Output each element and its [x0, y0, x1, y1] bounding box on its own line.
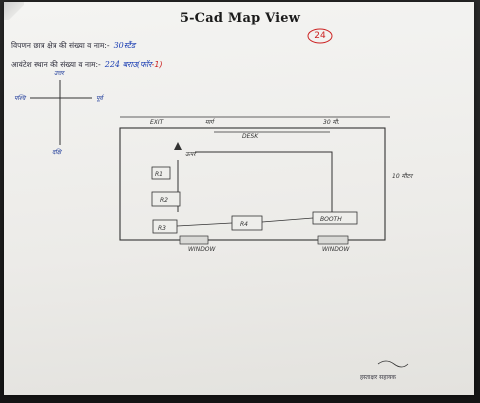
room-r3-label: R3 — [158, 225, 166, 232]
window-left — [179, 235, 209, 245]
field-label: आवंटेश स्थान की संख्या व नाम:- — [11, 60, 101, 69]
room-r3 — [152, 219, 178, 234]
field-value-suffix: -1) — [151, 60, 163, 69]
corridor-line-2 — [261, 217, 314, 223]
route-line — [195, 151, 333, 212]
road-label: मार्ग — [205, 118, 216, 126]
right-dimension-label: 10 मीटर — [392, 172, 414, 180]
field-row-1: विपणन छात्र क्षेत्र की संख्या व नाम:-30स… — [11, 40, 135, 51]
room-r1 — [151, 166, 171, 180]
compass: उत्तर दक्षि पश्चि पूर्व — [14, 70, 105, 156]
room-r4-label: R4 — [240, 221, 248, 228]
room-r1-label: R1 — [155, 171, 163, 178]
field-row-2: आवंटेश स्थान की संख्या व नाम:-224 बराउ(फ… — [11, 59, 163, 70]
signature-mark — [377, 360, 409, 368]
field-value: 224 बराउ(फॉर — [104, 60, 152, 69]
field-label: विपणन छात्र क्षेत्र की संख्या व नाम:- — [11, 41, 110, 50]
compass-east-label: पूर्व — [96, 94, 105, 102]
room-r2 — [151, 191, 181, 207]
page-corner-fold — [4, 2, 24, 20]
compass-north-label: उत्तर — [54, 70, 65, 77]
document-page — [4, 2, 474, 395]
window-right — [317, 235, 349, 245]
booth-label: BOOTH — [320, 216, 342, 223]
desk-label: DESK — [242, 133, 259, 140]
compass-south-label: दक्षि — [52, 148, 63, 156]
window-left-label: WINDOW — [188, 246, 217, 253]
window-right-label: WINDOW — [322, 246, 351, 253]
page-number: 24 — [314, 31, 326, 41]
compass-west-label: पश्चि — [14, 94, 27, 102]
corridor-line-1 — [176, 222, 233, 227]
exit-label: EXIT — [150, 119, 165, 126]
page-number-mark: 24 — [307, 28, 333, 44]
field-value: 30स्टैंड — [113, 41, 136, 50]
circle-mark — [307, 28, 333, 44]
signature-label: हस्ताक्षर सहायक — [360, 374, 397, 381]
document-title: 5-Cad Map View — [179, 11, 301, 26]
width-label: 30 मी. — [323, 118, 340, 126]
arrow-label: ऊपर — [185, 151, 197, 158]
room-r2-label: R2 — [160, 197, 168, 204]
route-arrow-icon — [174, 142, 182, 150]
